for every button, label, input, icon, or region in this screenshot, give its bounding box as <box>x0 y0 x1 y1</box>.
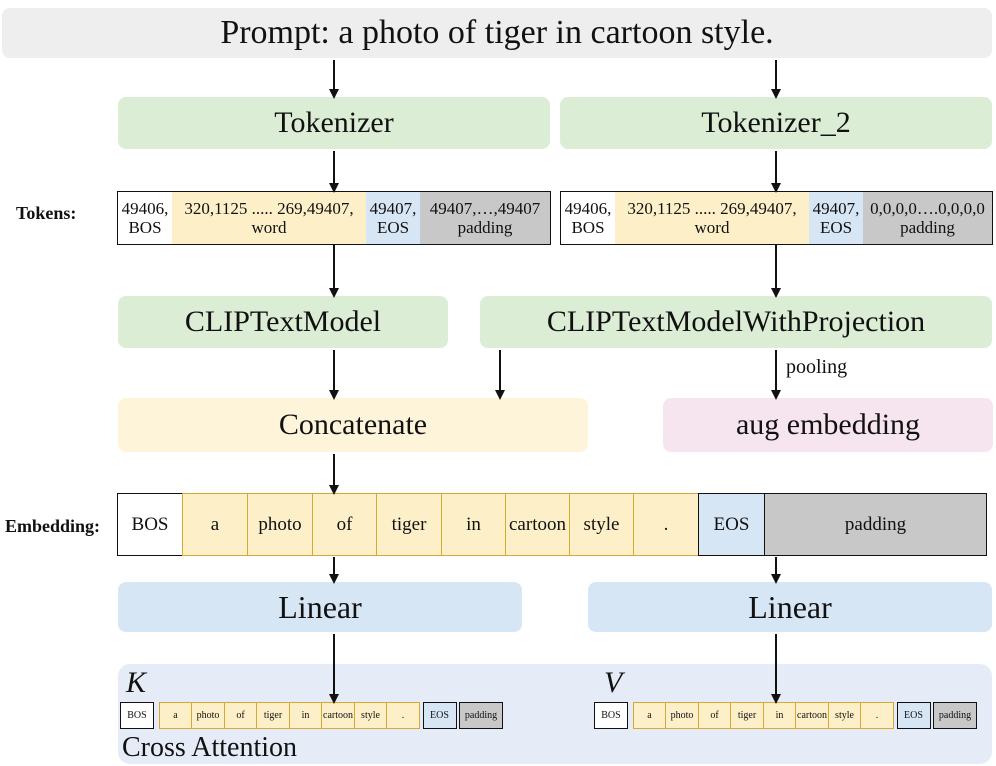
v-bos: BOS <box>594 702 628 729</box>
v-word: of <box>697 702 732 729</box>
k-padding: padding <box>459 702 503 729</box>
aug-embedding-box: aug embedding <box>663 398 993 452</box>
tokens-2-eos-id: 49407, <box>812 199 860 218</box>
tokenizer-2-box: Tokenizer_2 <box>560 97 992 149</box>
v-eos: EOS <box>896 702 931 729</box>
tokens-1-pad: padding <box>457 218 513 237</box>
tokens-1-word-ids: 320,1125 ..... 269,49407, <box>184 199 354 218</box>
embedding-word: in <box>440 493 507 556</box>
clip-projection-label: CLIPTextModelWithProjection <box>546 305 926 338</box>
k-word: photo <box>191 702 225 729</box>
v-word: tiger <box>730 702 764 729</box>
tokens-1-eos-id: 49407, <box>369 199 417 218</box>
tokens-1-padding-segment: 49407,…,49407 padding <box>420 192 550 244</box>
tokens-2-eos-segment: 49407, EOS <box>809 192 863 244</box>
tokens-1-pad-ids: 49407,…,49407 <box>429 199 541 218</box>
aug-embedding-label: aug embedding <box>735 408 921 441</box>
linear-2-label: Linear <box>748 588 832 625</box>
k-bos: BOS <box>120 702 154 729</box>
tokens-2-bos-id: 49406, <box>564 199 612 218</box>
pooling-label: pooling <box>786 356 848 378</box>
embedding-word: cartoon <box>505 493 570 556</box>
embedding-bos: BOS <box>117 493 183 556</box>
tokens-1-word: word <box>251 218 287 237</box>
k-eos: EOS <box>422 702 457 729</box>
tokens-2-word-segment: 320,1125 ..... 269,49407, word <box>615 192 809 244</box>
tokens-2-bos: BOS <box>571 218 605 237</box>
tokens-2-word-ids: 320,1125 ..... 269,49407, <box>627 199 797 218</box>
v-label: V <box>604 666 623 699</box>
k-word: style <box>353 702 388 729</box>
tokens-2-bos-segment: 49406, BOS <box>561 192 615 244</box>
embedding-word: a <box>181 493 249 556</box>
k-word: . <box>386 702 420 729</box>
clip-text-model-box: CLIPTextModel <box>118 296 448 348</box>
k-word: tiger <box>256 702 290 729</box>
embedding-word: style <box>568 493 635 556</box>
v-row: BOS a photo of tiger in cartoon style . … <box>594 702 977 729</box>
embedding-word: . <box>633 493 699 556</box>
concatenate-label: Concatenate <box>278 408 428 441</box>
prompt-text: Prompt: a photo of tiger in cartoon styl… <box>220 14 774 51</box>
tokens-2-eos: EOS <box>819 218 853 237</box>
embedding-label: Embedding: <box>5 516 101 536</box>
prompt-box: Prompt: a photo of tiger in cartoon styl… <box>2 8 992 58</box>
k-word: in <box>288 702 323 729</box>
tokenizer-2-label: Tokenizer_2 <box>701 106 851 139</box>
concatenate-box: Concatenate <box>118 398 588 452</box>
tokens-2-word: word <box>694 218 730 237</box>
clip-text-model-label: CLIPTextModel <box>184 305 382 338</box>
tokens-2-pad: padding <box>900 218 955 237</box>
k-label: K <box>126 666 147 699</box>
tokenizer-box: Tokenizer <box>118 97 550 149</box>
tokens-1-eos-segment: 49407, EOS <box>366 192 420 244</box>
linear-1-box: Linear <box>118 582 522 632</box>
tokens-1-bos: BOS <box>128 218 162 237</box>
v-padding: padding <box>933 702 977 729</box>
tokens-label: Tokens: <box>16 203 77 223</box>
clip-projection-box: CLIPTextModelWithProjection <box>480 296 992 348</box>
v-word: a <box>632 702 667 729</box>
embedding-word: tiger <box>376 493 442 556</box>
v-word: style <box>827 702 862 729</box>
embedding-padding: padding <box>764 493 987 556</box>
tokens-1-word-segment: 320,1125 ..... 269,49407, word <box>172 192 366 244</box>
tokens-2-pad-ids: 0,0,0,0….0,0,0,0 <box>870 199 985 218</box>
embedding-eos: EOS <box>697 493 766 556</box>
linear-1-label: Linear <box>278 588 362 625</box>
tokens-1-bos-id: 49406, <box>121 199 169 218</box>
tokens-2-padding-segment: 0,0,0,0….0,0,0,0 padding <box>863 192 992 244</box>
tokens-1-bos-segment: 49406, BOS <box>118 192 172 244</box>
tokenizer-label: Tokenizer <box>274 106 394 139</box>
linear-2-box: Linear <box>588 582 992 632</box>
tokens-1-eos: EOS <box>376 218 410 237</box>
v-word: photo <box>665 702 699 729</box>
k-row: BOS a photo of tiger in cartoon style . … <box>120 702 503 729</box>
cross-attention-label: Cross Attention <box>122 732 298 763</box>
v-word: . <box>860 702 894 729</box>
tokens-2-box: 49406, BOS 320,1125 ..... 269,49407, wor… <box>560 191 993 245</box>
embedding-row: BOS a photo of tiger in cartoon style . … <box>117 493 987 556</box>
v-word: cartoon <box>795 702 829 729</box>
embedding-word: photo <box>247 493 313 556</box>
